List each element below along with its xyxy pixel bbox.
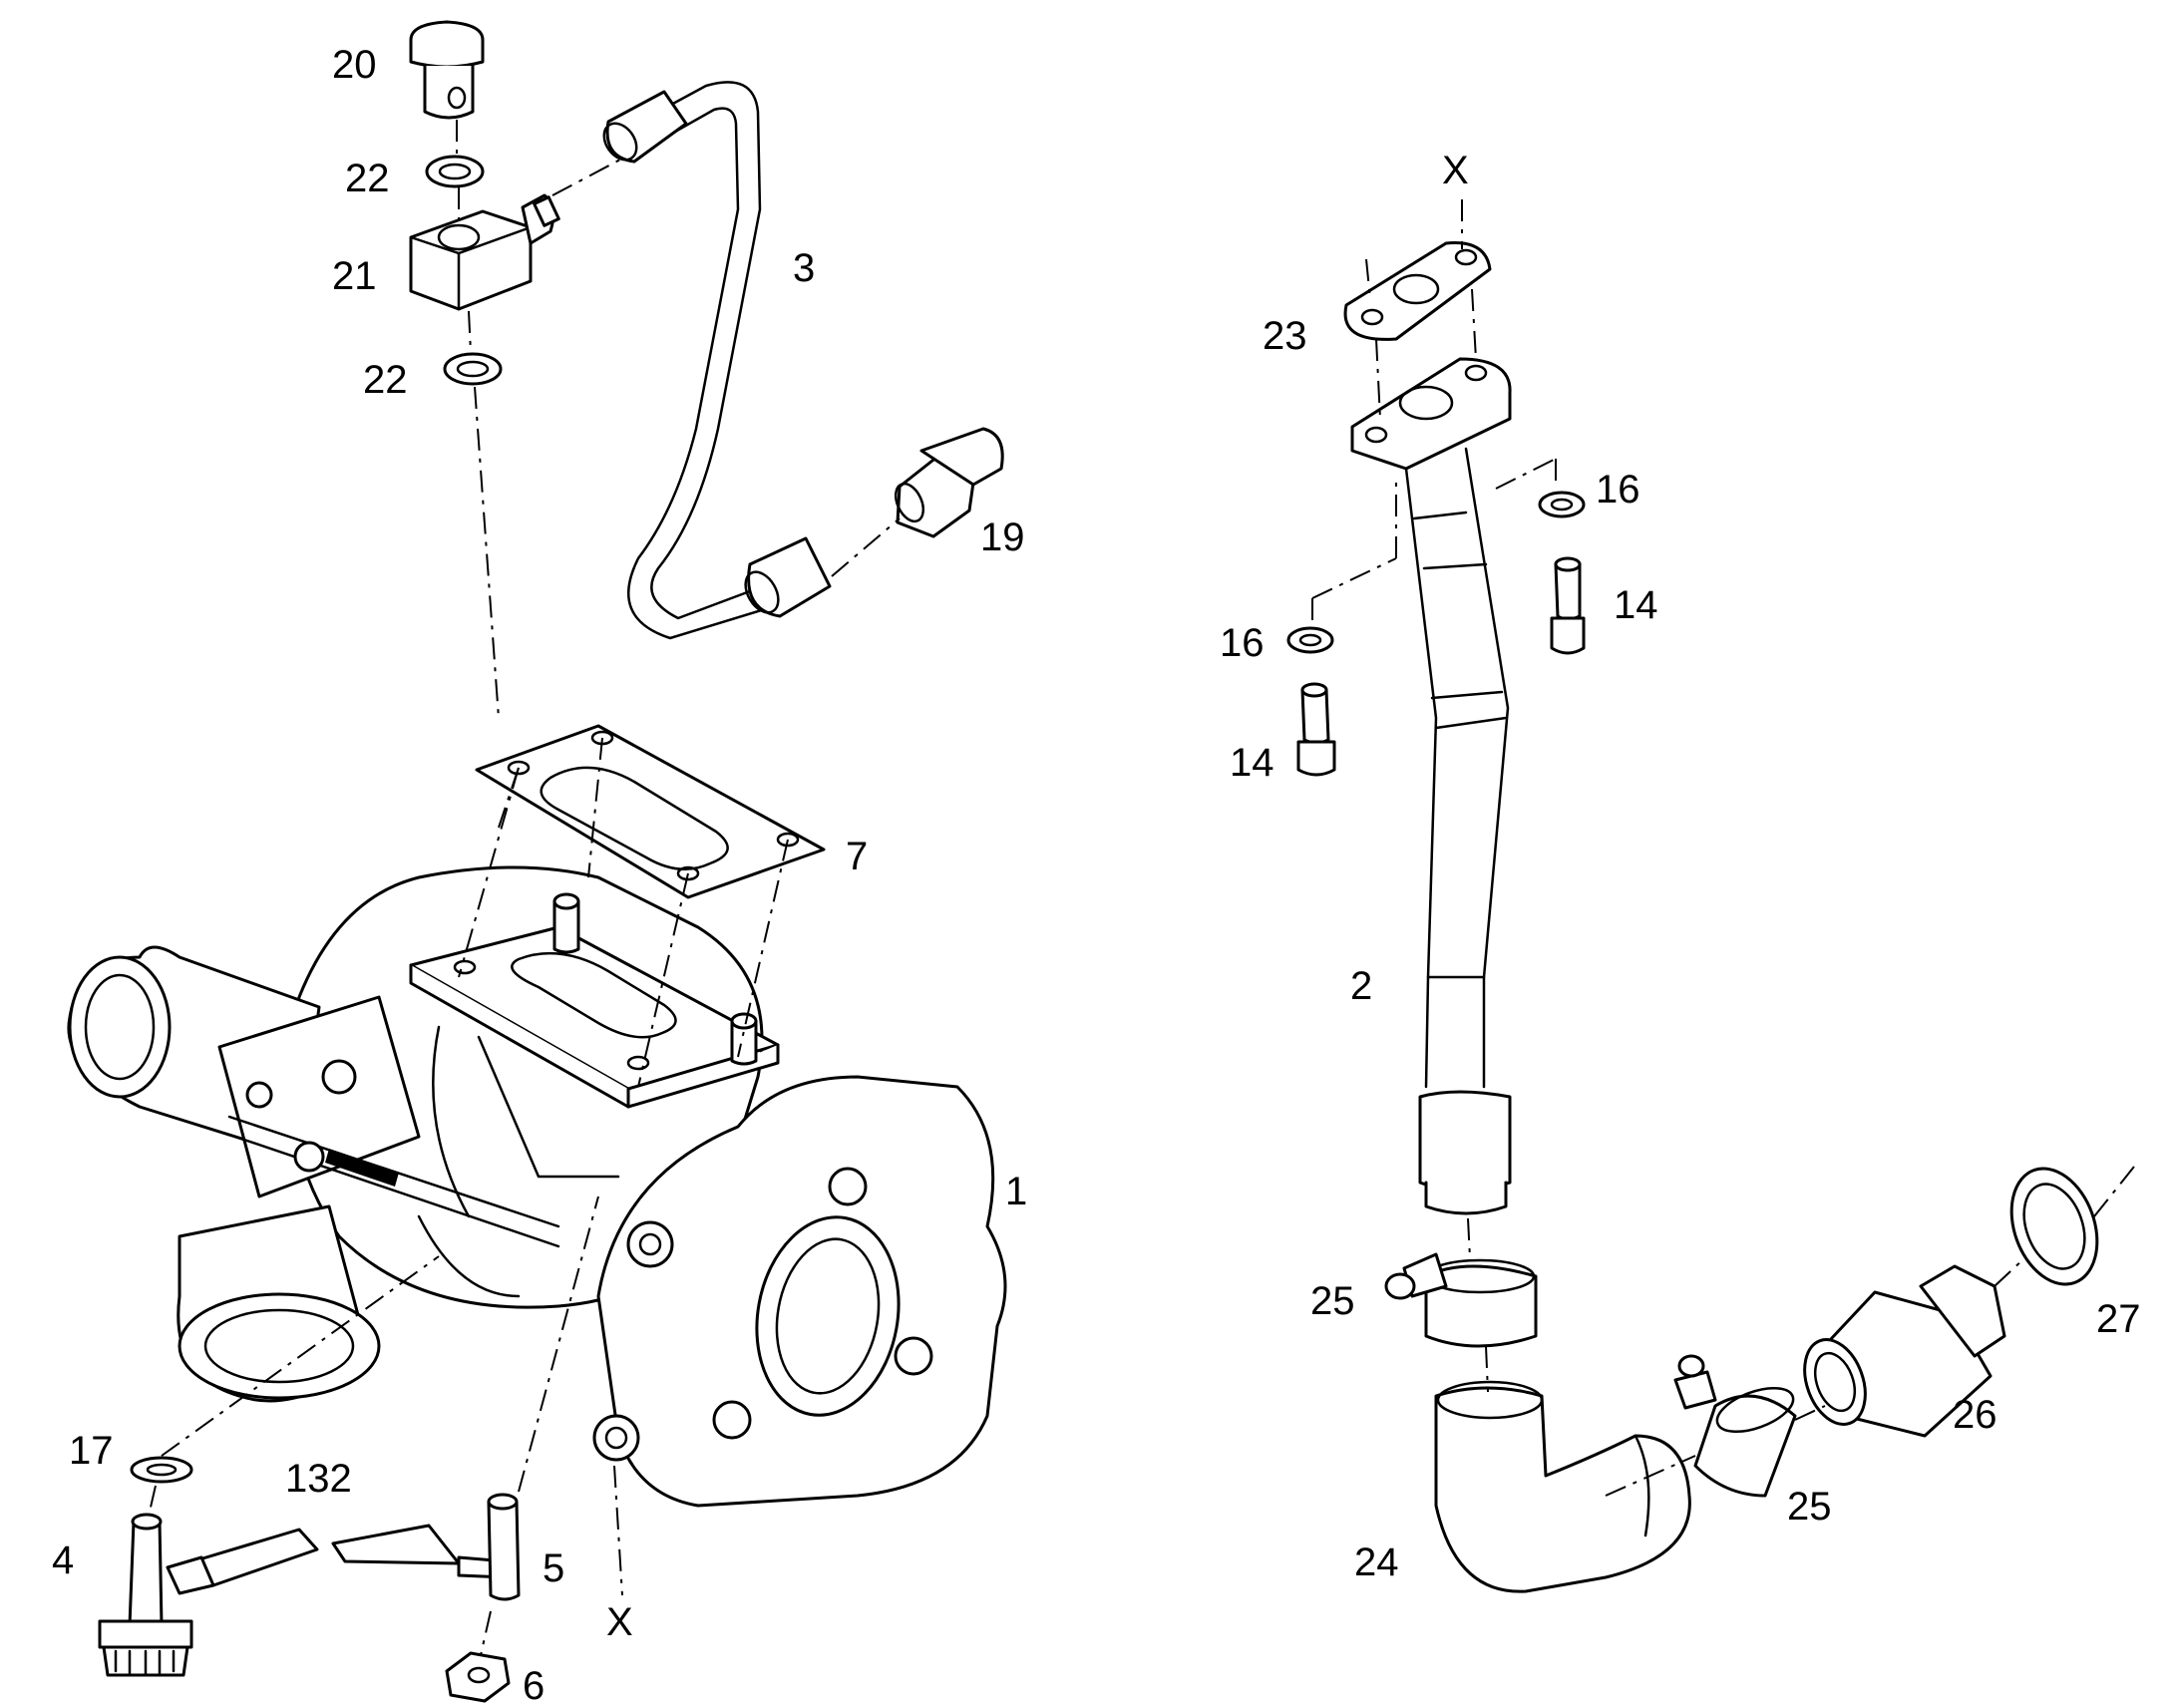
part-20-banjo-bolt (409, 20, 485, 120)
callout-2: 2 (1350, 964, 1372, 1008)
callout-24: 24 (1354, 1540, 1399, 1584)
callout-21: 21 (332, 254, 377, 298)
callout-19: 19 (980, 515, 1025, 559)
callout-132: 132 (285, 1457, 352, 1501)
part-25-clamp-lower (1673, 1354, 1797, 1498)
part-27-seal-ring (2009, 1167, 2099, 1286)
part-23-gasket (1343, 241, 1492, 341)
callout-5: 5 (543, 1546, 564, 1590)
part-1-turbocharger (67, 865, 1007, 1508)
part-5-pin (487, 1493, 521, 1601)
part-14-bolt-upper (1550, 556, 1586, 655)
centerlines-gasket (458, 737, 789, 1088)
callout-7: 7 (846, 835, 868, 878)
callout-14-upper: 14 (1614, 583, 1658, 627)
callout-x-lower: X (606, 1600, 633, 1644)
part-22-lower-washer (443, 352, 503, 386)
centerlines-lower-left (149, 1196, 623, 1656)
part-2-return-pipe (1350, 357, 1512, 1215)
callout-25-lower: 25 (1787, 1485, 1832, 1529)
part-6-nut (445, 1651, 511, 1703)
callout-27: 27 (2096, 1297, 2141, 1341)
part-16-washer-lower (1286, 626, 1334, 654)
callout-x-upper: X (1442, 149, 1469, 192)
callout-labels: 20 22 21 22 3 19 7 1 17 132 4 5 X 6 X 23… (52, 43, 2141, 1708)
callout-16-lower: 16 (1220, 621, 1265, 665)
centerlines-return-top (1311, 199, 1557, 624)
callout-26: 26 (1953, 1393, 1998, 1437)
part-21-adapter-block (409, 193, 560, 311)
callout-6: 6 (523, 1664, 545, 1708)
callout-22-lower: 22 (363, 358, 408, 402)
callout-22-upper: 22 (345, 157, 390, 200)
part-22-upper-washer (425, 155, 485, 188)
part-132-sealant-tubes (166, 1524, 509, 1595)
part-17-washer (130, 1456, 193, 1484)
part-25-clamp-upper (1384, 1252, 1538, 1348)
part-19-fitting (894, 427, 1004, 538)
callout-20: 20 (332, 43, 377, 87)
part-16-washer-upper (1538, 491, 1586, 518)
part-7-gasket (475, 724, 826, 899)
callout-23: 23 (1263, 314, 1307, 358)
callout-1: 1 (1005, 1170, 1027, 1213)
callout-17: 17 (69, 1429, 114, 1473)
centerlines-return-bottom (1467, 1166, 2135, 1497)
callout-16-upper: 16 (1596, 468, 1640, 512)
callout-3: 3 (793, 246, 815, 290)
callout-25-upper: 25 (1310, 1279, 1355, 1323)
part-3-oil-feed-pipe (602, 81, 832, 640)
part-26-adapter (1803, 1264, 2006, 1438)
centerlines-oil-feed (456, 120, 901, 719)
part-24-elbow-hose (1434, 1380, 1691, 1593)
callout-14-lower: 14 (1230, 741, 1274, 785)
part-4-stud (98, 1513, 193, 1677)
part-14-bolt-lower (1296, 682, 1336, 777)
callout-4: 4 (52, 1538, 74, 1582)
